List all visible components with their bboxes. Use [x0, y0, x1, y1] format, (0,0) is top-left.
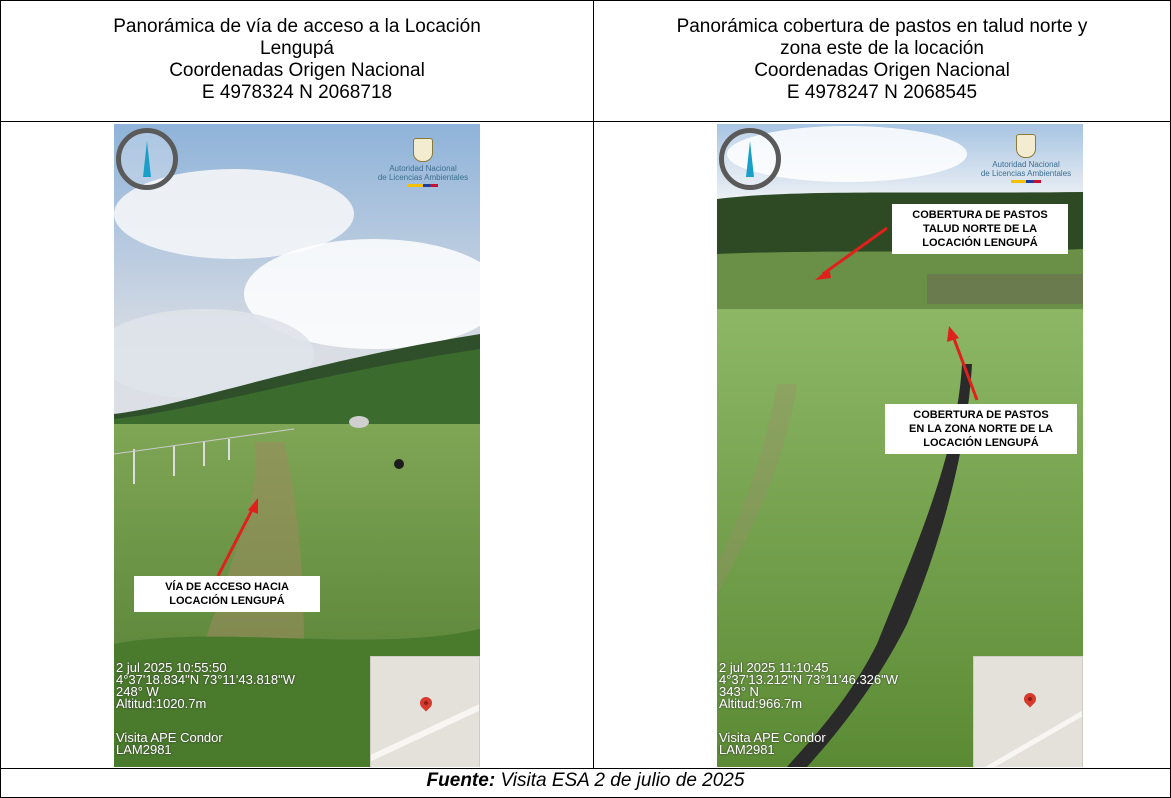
watermark-line: de Licencias Ambientales	[377, 173, 469, 182]
shield-icon	[413, 138, 433, 162]
flag-stripe	[1011, 180, 1041, 183]
left-callout-line: VÍA DE ACCESO HACIA	[165, 581, 289, 593]
watermark-line: Autoridad Nacional	[992, 160, 1060, 169]
left-caption-line: Coordenadas Origen Nacional	[169, 60, 425, 81]
stamp-line: Altitud:966.7m	[719, 696, 803, 711]
right-callout-top-line: LOCACIÓN LENGUPÁ	[922, 237, 1038, 249]
left-photo-scene	[114, 124, 480, 767]
source-note: Fuente: Visita ESA 2 de julio de 2025	[0, 771, 1171, 791]
stamp-line: 248° W	[116, 684, 159, 699]
anla-logo: Autoridad Nacional de Licencias Ambienta…	[369, 138, 477, 187]
compass-needle	[746, 141, 754, 177]
right-callout-bottom-line: LOCACIÓN LENGUPÁ	[923, 437, 1039, 449]
watermark-line: de Licencias Ambientales	[980, 169, 1072, 178]
right-caption-line: zona este de la locación	[780, 38, 984, 59]
left-caption-line: E 4978324 N 2068718	[201, 82, 393, 103]
left-callout: VÍA DE ACCESO HACIA LOCACIÓN LENGUPÁ	[134, 576, 320, 612]
source-text: Visita ESA 2 de julio de 2025	[500, 770, 745, 791]
stamp-line: 2 jul 2025 11:10:45	[719, 660, 829, 675]
right-minimap	[973, 656, 1083, 767]
compass-icon	[719, 128, 781, 190]
map-pin-icon	[1021, 690, 1039, 708]
anla-logo: Autoridad Nacional de Licencias Ambienta…	[972, 134, 1080, 183]
right-caption-line: Panorámica cobertura de pastos en talud …	[676, 16, 1088, 37]
right-callout-bottom-line: COBERTURA DE PASTOS	[913, 409, 1049, 421]
stamp-line: 343° N	[719, 684, 759, 699]
left-photo-stamp: 2 jul 2025 10:55:50 4°37'18.834"N 73°11'…	[116, 660, 296, 757]
right-callout-top-line: TALUD NORTE DE LA	[922, 223, 1038, 235]
stamp-line: 4°37'18.834"N 73°11'43.818"W	[116, 672, 296, 687]
stamp-line: LAM2981	[116, 742, 172, 757]
right-photo-stamp: 2 jul 2025 11:10:45 4°37'13.212"N 73°11'…	[719, 660, 899, 757]
shield-icon	[1016, 134, 1036, 158]
red-arrow-icon	[216, 498, 258, 577]
right-callout-bottom-line: EN LA ZONA NORTE DE LA	[908, 423, 1053, 435]
stamp-line	[116, 710, 295, 732]
map-pin-icon	[417, 694, 435, 712]
left-caption-line: Lengupá	[260, 38, 334, 59]
stamp-line: Visita APE Condor	[116, 730, 223, 745]
stamp-line: Altitud:1020.7m	[116, 696, 207, 711]
left-caption-line: Panorámica de vía de acceso a la Locació…	[113, 16, 481, 37]
watermark-line: Autoridad Nacional	[389, 164, 457, 173]
stamp-line: 4°37'13.212"N 73°11'46.326"W	[719, 672, 899, 687]
right-photo: Autoridad Nacional de Licencias Ambienta…	[717, 124, 1083, 767]
right-callout-top-line: COBERTURA DE PASTOS	[912, 209, 1048, 221]
right-caption-line: Coordenadas Origen Nacional	[754, 60, 1010, 81]
red-arrow-icon	[815, 226, 979, 401]
compass-icon	[116, 128, 178, 190]
source-label: Fuente:	[426, 770, 496, 791]
flag-stripe	[408, 184, 438, 187]
compass-needle	[143, 141, 151, 177]
minimap-road	[974, 704, 1082, 767]
stamp-line: LAM2981	[719, 742, 775, 757]
left-minimap	[370, 656, 480, 767]
left-caption: Panorámica de vía de acceso a la Locació…	[0, 16, 594, 104]
left-callout-line: LOCACIÓN LENGUPÁ	[169, 595, 285, 607]
right-caption-line: E 4978247 N 2068545	[786, 82, 978, 103]
right-caption: Panorámica cobertura de pastos en talud …	[593, 16, 1171, 104]
right-callout-bottom: COBERTURA DE PASTOS EN LA ZONA NORTE DE …	[885, 404, 1077, 454]
stamp-line	[719, 710, 898, 732]
stamp-line: 2 jul 2025 10:55:50	[116, 660, 227, 675]
stamp-line: Visita APE Condor	[719, 730, 826, 745]
left-photo: Autoridad Nacional de Licencias Ambienta…	[114, 124, 480, 767]
right-callout-top: COBERTURA DE PASTOS TALUD NORTE DE LA LO…	[892, 204, 1068, 254]
